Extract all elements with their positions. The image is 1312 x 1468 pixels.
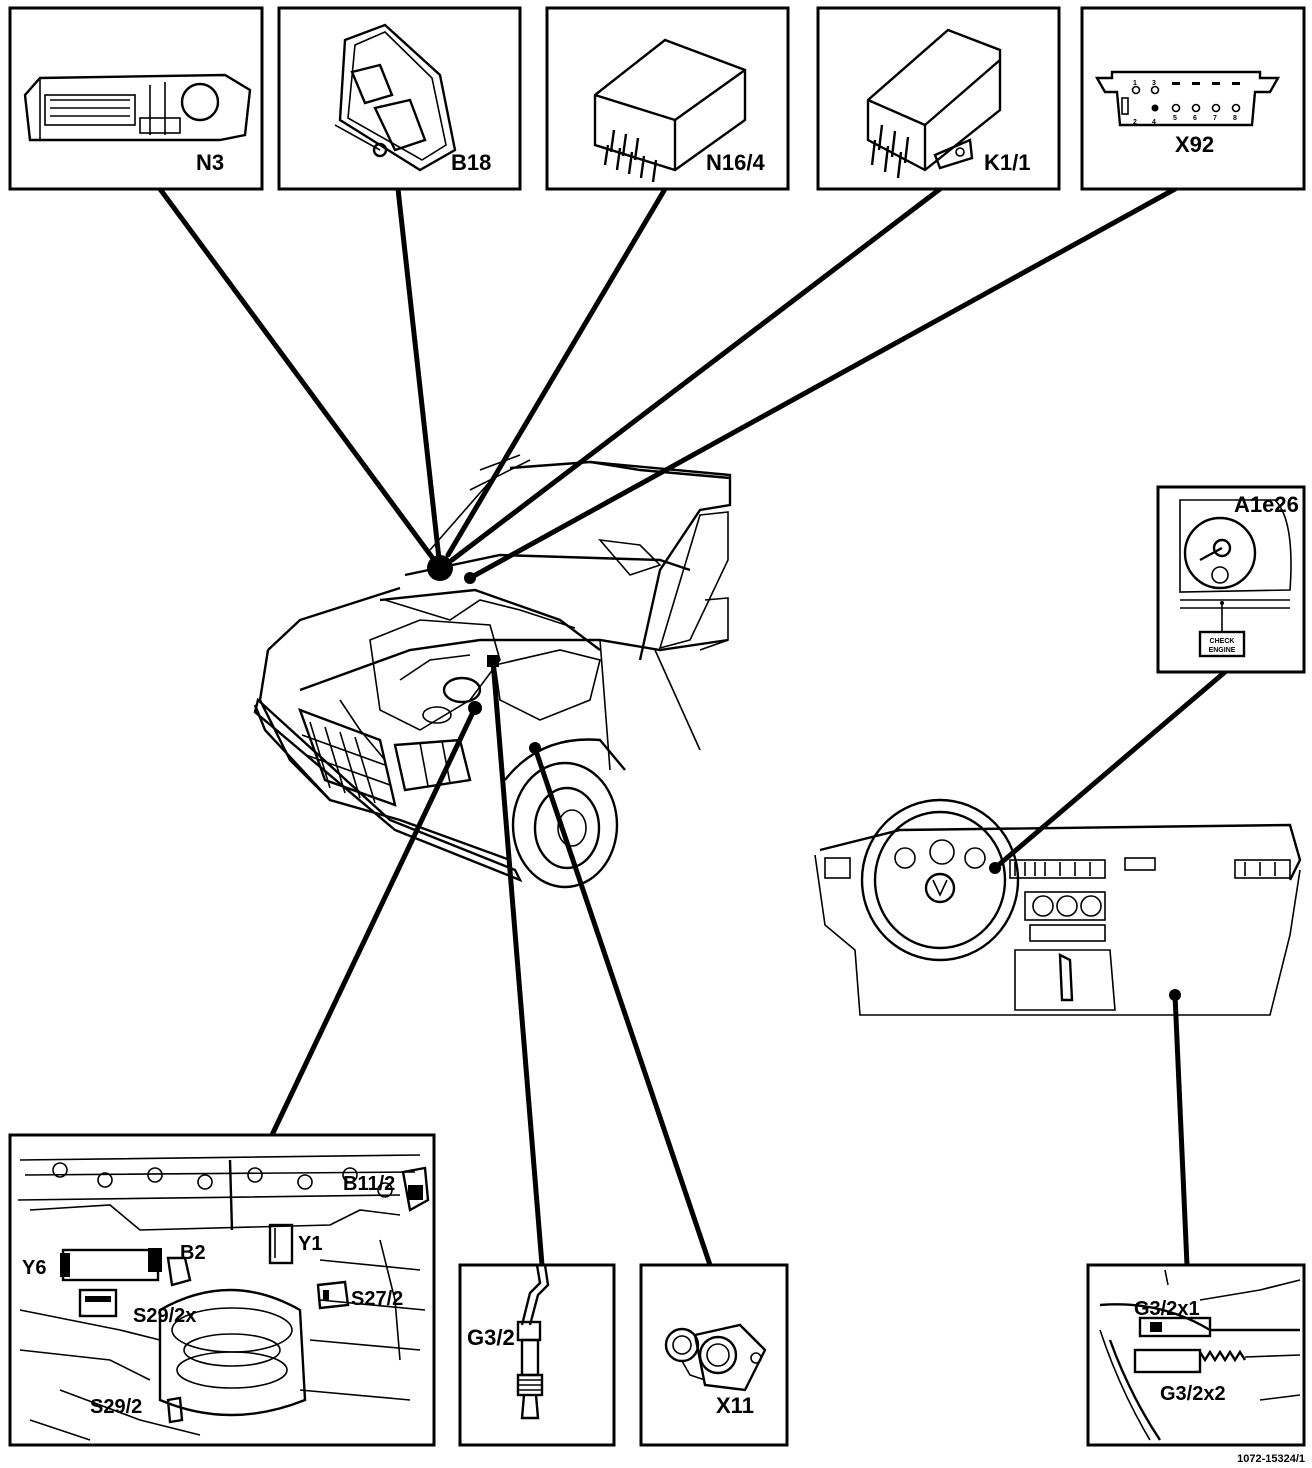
label-b11-2: B11/2 (343, 1173, 395, 1195)
label-s27-2: S27/2 (351, 1288, 403, 1310)
steering-wheel (860, 798, 1020, 962)
car-roof-pillar (589, 460, 732, 661)
label-x92: X92 (1175, 132, 1214, 157)
b18-box: B18 (277, 6, 522, 191)
leader-g3-2 (490, 658, 545, 1268)
s29-2-switch (166, 1396, 184, 1424)
g3-2-connectors-box: G3/2x1 G3/2x2 (1086, 1263, 1306, 1447)
label-n3: N3 (196, 150, 224, 175)
leader-x92 (467, 186, 1178, 581)
label-k1-1: K1/1 (984, 150, 1030, 175)
label-n16-4: N16/4 (706, 150, 765, 175)
x92-pin-3: 3 (1152, 80, 1156, 87)
x92-pin-8: 8 (1233, 115, 1237, 122)
x92-pin-7: 7 (1213, 115, 1217, 122)
b18-sensor-drawing (334, 23, 457, 172)
a1e26-box: CHECK ENGINE A1e26 (1156, 485, 1306, 674)
check-engine-line1: CHECK (1210, 638, 1235, 645)
y1-valve (268, 1223, 294, 1265)
car-hood-front (267, 586, 401, 651)
label-y6: Y6 (22, 1257, 46, 1279)
check-engine-line2: ENGINE (1209, 647, 1236, 654)
connector-harness-drawing (1099, 1269, 1301, 1441)
label-b2: B2 (180, 1242, 206, 1264)
label-a1e26: A1e26 (1234, 492, 1299, 517)
n3-box: N3 (8, 6, 264, 191)
x92-pin-4: 4 (1152, 119, 1156, 126)
n16-4-relay-drawing (593, 38, 747, 183)
location-dot-g3-2 (487, 655, 499, 667)
x92-pin-2: 2 (1133, 119, 1137, 126)
x92-pin-1: 1 (1133, 80, 1137, 87)
car-front-wheel (504, 738, 626, 889)
leader-b18 (395, 186, 443, 571)
label-b18: B18 (451, 150, 491, 175)
label-x11: X11 (716, 1393, 754, 1418)
x92-connector-drawing: 1 3 5 6 7 8 2 4 (1094, 70, 1281, 127)
label-g3-2x1: G3/2x1 (1134, 1298, 1200, 1320)
x92-pin-5: 5 (1173, 115, 1177, 122)
leader-x11 (532, 745, 713, 1268)
label-g3-2: G3/2 (467, 1325, 515, 1350)
k1-1-box: K1/1 (816, 6, 1061, 191)
location-dot-n3 (427, 555, 453, 581)
s27-2-switch (316, 1280, 350, 1310)
car-headlight (393, 738, 472, 792)
s29-2x-connector (78, 1288, 118, 1318)
diagnostic-socket-drawing (664, 1323, 767, 1392)
car-bumper (253, 697, 523, 883)
label-g3-2x2: G3/2x2 (1160, 1383, 1226, 1405)
engine-bay-drawing (17, 1154, 430, 1441)
label-y1: Y1 (298, 1233, 322, 1255)
leader-g3-2x (1172, 992, 1190, 1268)
car-side-window (658, 511, 729, 650)
x92-box: 1 3 5 6 7 8 2 4 X92 (1080, 6, 1306, 191)
x92-pin-6: 6 (1193, 115, 1197, 122)
car-grille (298, 707, 397, 807)
k1-1-relay-drawing (866, 28, 1002, 179)
engine-inset-box: B11/2 Y6 B2 Y1 S27/2 S29/2x S29/2 (8, 1133, 436, 1447)
dashboard-illustration (814, 798, 1302, 1016)
x11-box: X11 (639, 1263, 789, 1447)
g3-2-box: G3/2 (458, 1263, 616, 1447)
n16-4-box: N16/4 (545, 6, 790, 191)
b2-sensor (166, 1256, 192, 1287)
car-illustration (253, 454, 732, 889)
figure-reference: 1072-15324/1 (1237, 1453, 1305, 1465)
car-engine-bay (339, 454, 662, 761)
instrument-cluster-drawing: CHECK ENGINE (1179, 499, 1292, 658)
leader-a1e26 (992, 669, 1228, 871)
location-dot-engine (468, 701, 482, 715)
oxygen-sensor-drawing (516, 1264, 550, 1420)
leader-n3 (157, 186, 443, 571)
leader-engine-inset (269, 705, 478, 1138)
n3-control-unit-drawing (23, 73, 252, 142)
label-s29-2: S29/2 (90, 1396, 142, 1418)
car-beltline (299, 638, 729, 692)
leader-k1-1 (449, 186, 943, 563)
b11-2-sensor (401, 1166, 430, 1212)
leader-n16-4 (445, 186, 668, 558)
leader-lines (157, 186, 1228, 1268)
label-s29-2x: S29/2x (133, 1305, 196, 1327)
location-dot-x11 (529, 742, 541, 754)
